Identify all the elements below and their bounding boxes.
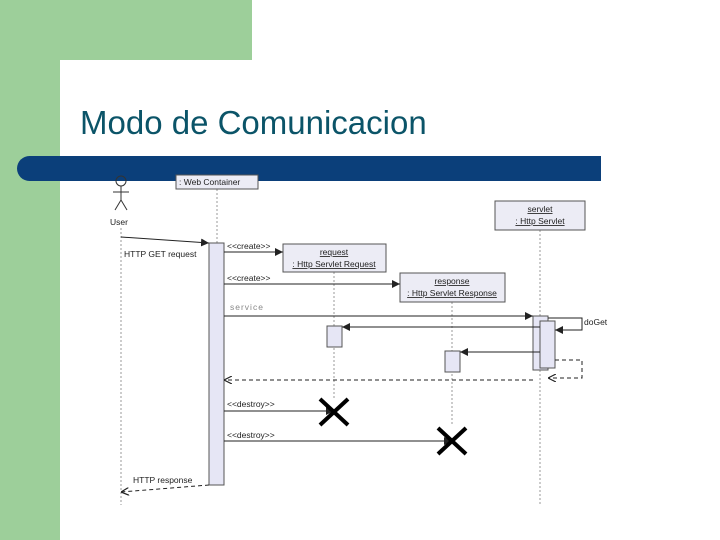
msg-http-response-arrow bbox=[121, 484, 210, 492]
web-container-activation bbox=[208, 242, 225, 486]
content-area bbox=[60, 60, 720, 540]
response-type: : Http Servlet Response bbox=[407, 288, 497, 298]
msg-doget-label: doGet bbox=[584, 317, 608, 327]
msg-create-request-label: <<create>> bbox=[227, 241, 271, 251]
msg-service-label: service bbox=[230, 302, 264, 312]
msg-create-response-label: <<create>> bbox=[227, 273, 271, 283]
response-box bbox=[399, 272, 506, 303]
msg-destroy-request-label: <<destroy>> bbox=[227, 399, 275, 409]
msg-doget-return-arrow bbox=[548, 359, 583, 378]
user-actor bbox=[113, 175, 129, 211]
slide-title: Modo de Comunicacion bbox=[80, 104, 427, 141]
web-container-box bbox=[175, 174, 259, 190]
msg-http-get-label: HTTP GET request bbox=[124, 249, 197, 259]
request-type: : Http Servlet Request bbox=[292, 259, 376, 269]
servlet-type: : Http Servlet bbox=[515, 216, 565, 226]
servlet-box bbox=[494, 200, 586, 231]
web-container-label: : Web Container bbox=[179, 177, 240, 187]
destroy-response-mark bbox=[436, 426, 468, 456]
request-activation bbox=[326, 325, 343, 348]
request-name: request bbox=[320, 247, 349, 257]
left-accent-bar bbox=[0, 0, 60, 540]
servlet-name: servlet bbox=[527, 204, 553, 214]
actor-label: User bbox=[110, 217, 128, 227]
msg-http-response-label: HTTP response bbox=[133, 475, 193, 485]
response-name: response bbox=[435, 276, 470, 286]
destroy-request-mark bbox=[318, 397, 350, 427]
servlet-inner-activation bbox=[539, 320, 556, 369]
msg-destroy-response-label: <<destroy>> bbox=[227, 430, 275, 440]
msg-doget-arrow bbox=[548, 317, 583, 334]
title-underline-bar bbox=[17, 156, 601, 181]
sequence-diagram: User : Web Container servlet : Http Serv… bbox=[110, 174, 608, 505]
response-activation bbox=[444, 350, 461, 373]
request-box bbox=[282, 243, 387, 273]
msg-http-get-arrow bbox=[120, 236, 210, 247]
